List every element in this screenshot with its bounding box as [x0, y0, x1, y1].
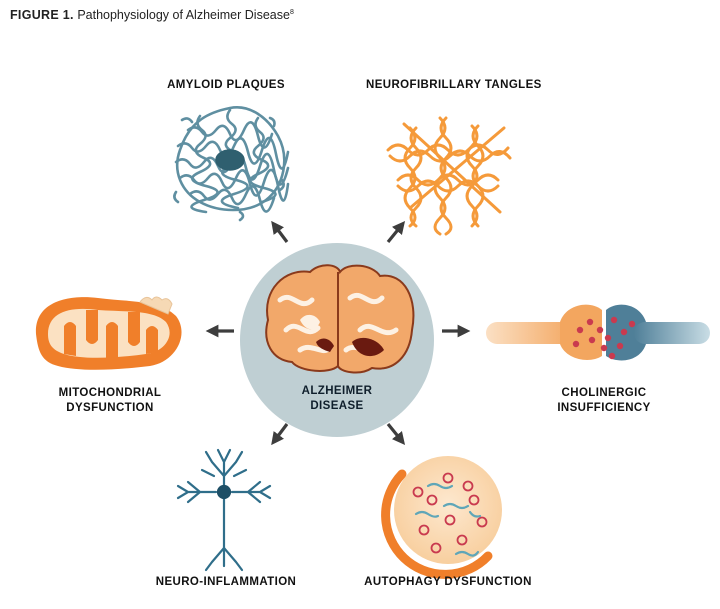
autophagosome-icon	[381, 456, 502, 579]
center-label-line2: DISEASE	[310, 400, 363, 412]
autophagy-dysfunction-label: AUTOPHAGY DYSFUNCTION	[364, 576, 532, 588]
neurofibrillary-tangle-icon	[386, 116, 512, 236]
protein-fragments	[414, 482, 482, 557]
center-node: ALZHEIMER DISEASE	[240, 243, 434, 437]
synapse-icon	[486, 304, 710, 361]
figure-title: Pathophysiology of Alzheimer Disease	[77, 8, 290, 22]
neurofibrillary-tangles-label: NEUROFIBRILLARY TANGLES	[366, 79, 542, 91]
figure-number: FIGURE 1.	[10, 8, 74, 22]
cholinergic-insufficiency-label: CHOLINERGIC INSUFFICIENCY	[544, 386, 664, 416]
vesicles	[412, 472, 488, 554]
arrow-to-neuron	[271, 423, 289, 446]
cholinergic-insufficiency-line1: CHOLINERGIC	[561, 387, 647, 399]
arrow-to-autophagy	[386, 422, 406, 445]
neuro-inflammation-label: NEURO-INFLAMMATION	[155, 576, 297, 588]
arrows	[205, 220, 471, 446]
mitochondrial-dysfunction-line2: DYSFUNCTION	[66, 402, 154, 414]
figure-reference: 8	[289, 8, 294, 16]
mitochondrial-dysfunction-line1: MITOCHONDRIAL	[58, 387, 162, 399]
arrow-to-tangles	[386, 221, 406, 244]
cholinergic-insufficiency-line2: INSUFFICIENCY	[557, 402, 651, 414]
brain-icon	[265, 264, 415, 374]
arrow-to-amyloid	[271, 220, 289, 243]
center-label-line1: ALZHEIMER	[302, 385, 373, 397]
mitochondrial-dysfunction-label: MITOCHONDRIAL DYSFUNCTION	[50, 386, 170, 416]
neurotransmitter-dots	[572, 316, 636, 360]
figure-caption: FIGURE 1. Pathophysiology of Alzheimer D…	[10, 8, 294, 22]
amyloid-plaque-icon	[173, 106, 290, 222]
amyloid-plaques-label: AMYLOID PLAQUES	[167, 79, 285, 91]
mitochondrion-icon	[35, 296, 182, 370]
neuron-icon	[176, 448, 272, 572]
